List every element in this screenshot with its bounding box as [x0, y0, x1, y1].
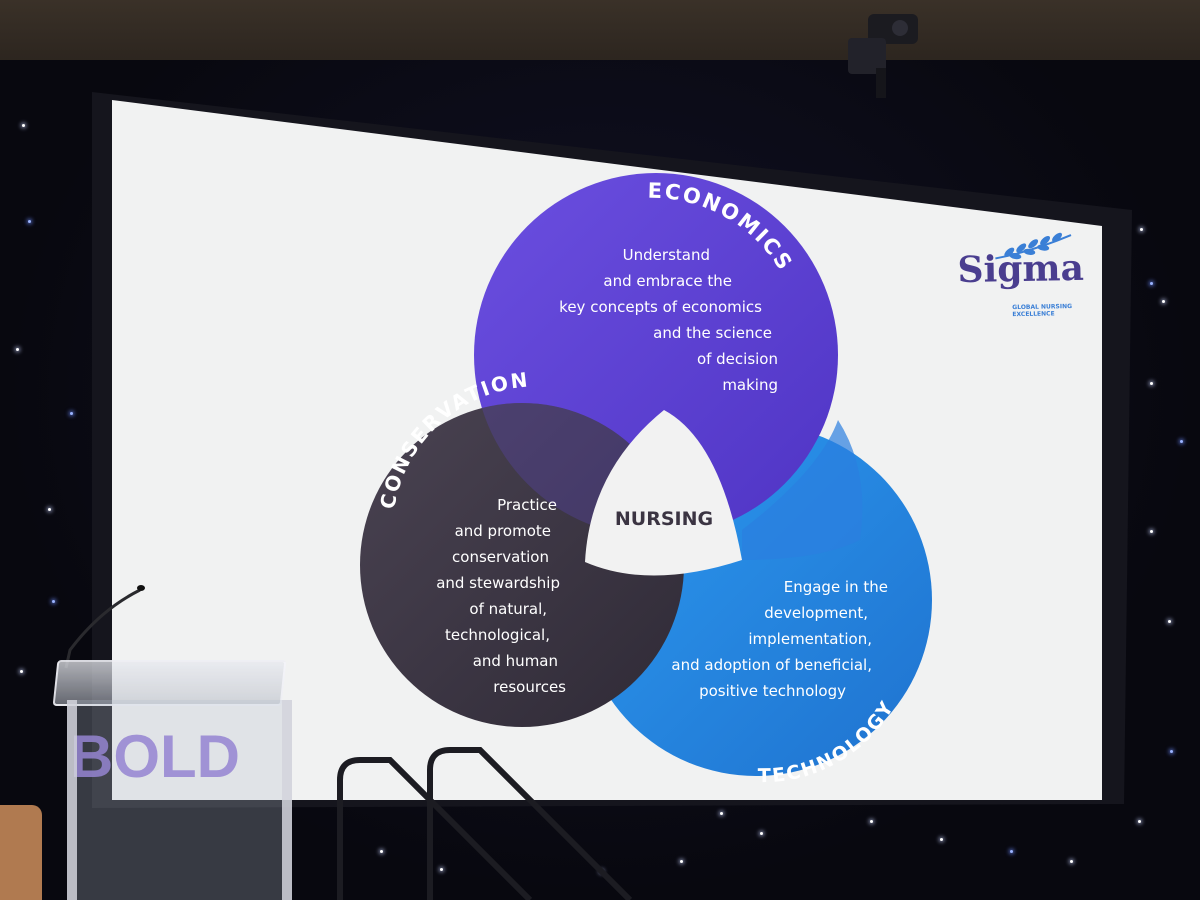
curtain-light — [1162, 300, 1165, 303]
description-line: implementation, — [748, 630, 872, 648]
curtain-light — [720, 812, 723, 815]
conservation-description: Practice and promote conservation and st… — [436, 496, 566, 696]
logo-name: Sigma — [957, 246, 1085, 292]
curtain-light — [760, 832, 763, 835]
description-line: conservation — [452, 548, 549, 566]
description-line: and embrace the — [603, 272, 732, 290]
curtain-light — [380, 850, 383, 853]
description-line: making — [722, 376, 778, 394]
description-line: resources — [493, 678, 566, 696]
curtain-light — [1140, 228, 1143, 231]
description-line: and the science — [653, 324, 772, 342]
curtain-light — [1138, 820, 1141, 823]
description-line: of decision — [697, 350, 778, 368]
curtain-light — [1150, 282, 1153, 285]
curtain-light — [1168, 620, 1171, 623]
description-line: positive technology — [699, 682, 846, 700]
curtain-light — [28, 220, 31, 223]
description-line: development, — [764, 604, 868, 622]
curtain-light — [1070, 860, 1073, 863]
description-line: and human — [473, 652, 558, 670]
curtain-light — [16, 348, 19, 351]
podium-body — [67, 700, 292, 900]
description-line: and promote — [455, 522, 551, 540]
curtain-light — [48, 508, 51, 511]
laurel-branch-icon — [995, 232, 1072, 260]
curtain-light — [1010, 850, 1013, 853]
microphone — [64, 585, 145, 669]
curtain-light — [1170, 750, 1173, 753]
chair — [0, 805, 42, 900]
stage-railing — [337, 747, 633, 900]
technology-description: Engage in the development, implementatio… — [671, 578, 888, 700]
curtain-light — [440, 868, 443, 871]
curtain-light — [1150, 530, 1153, 533]
description-line: technological, — [445, 626, 550, 644]
curtain-light — [870, 820, 873, 823]
curtain-light — [1180, 440, 1183, 443]
curtain-light — [680, 860, 683, 863]
conservation-circle — [360, 403, 684, 727]
podium — [52, 660, 292, 900]
description-line: of natural, — [469, 600, 547, 618]
logo-tagline: GLOBAL NURSING EXCELLENCE — [1012, 303, 1073, 319]
description-line: and adoption of beneficial, — [671, 656, 872, 674]
curtain-light — [70, 412, 73, 415]
economics-description: Understand and embrace the key concepts … — [559, 246, 778, 394]
curtain-light — [20, 670, 23, 673]
description-line: Practice — [497, 496, 557, 514]
description-line: Understand — [623, 246, 710, 264]
sigma-logo: Sigma GLOBAL NURSING EXCELLENCE — [949, 232, 1091, 349]
description-line: key concepts of economics — [559, 298, 762, 316]
curtain-light — [22, 124, 25, 127]
curtain-light — [940, 838, 943, 841]
curtain-light — [52, 600, 55, 603]
description-line: and stewardship — [436, 574, 560, 592]
center-label: NURSING — [615, 508, 713, 530]
description-line: Engage in the — [784, 578, 888, 596]
stage-camera — [848, 14, 918, 98]
center-region — [585, 410, 742, 576]
curtain-light — [1150, 382, 1153, 385]
podium-sign: BOLD — [70, 723, 240, 790]
